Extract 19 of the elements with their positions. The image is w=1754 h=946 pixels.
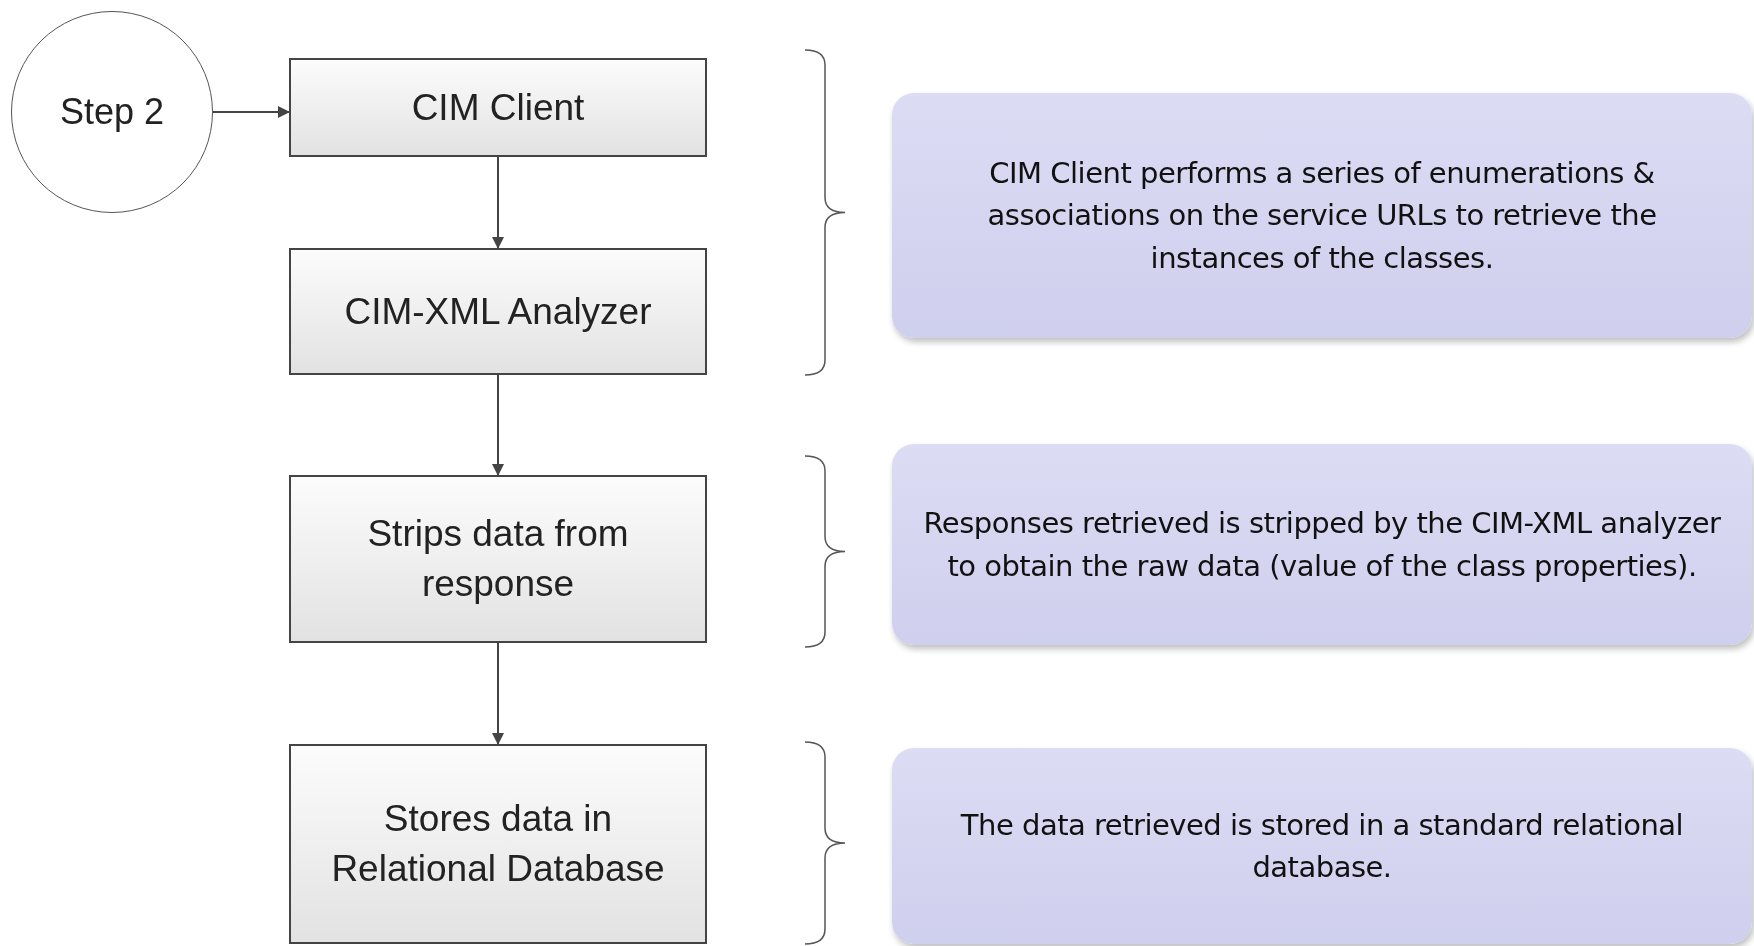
arrow <box>492 374 504 476</box>
arrow <box>492 642 504 745</box>
callout-box <box>892 93 1752 338</box>
node-label: Step 2 <box>59 91 165 133</box>
arrow <box>492 156 504 249</box>
node-label: Stores data in Relational Database <box>330 797 666 891</box>
callout-text: Responses retrieved is stripped by the CIM-XML analyzer to obtain the raw data (value of the class properties). <box>922 505 1722 585</box>
callout-text: The data retrieved is stored in a standard relational database. <box>959 806 1685 886</box>
node-label: Strips data from response <box>366 512 630 606</box>
node-label: CIM Client <box>411 85 585 130</box>
process-box <box>289 58 707 157</box>
process-box <box>289 744 707 944</box>
arrow <box>212 106 290 118</box>
callout-box <box>892 748 1752 944</box>
process-box <box>289 248 707 375</box>
callout-text: CIM Client performs a series of enumerations & associations on the service URLs to retrieve the instances of the classes. <box>986 155 1658 277</box>
node-label: CIM-XML Analyzer <box>344 289 652 334</box>
process-box <box>289 475 707 643</box>
callout-box <box>892 444 1752 645</box>
